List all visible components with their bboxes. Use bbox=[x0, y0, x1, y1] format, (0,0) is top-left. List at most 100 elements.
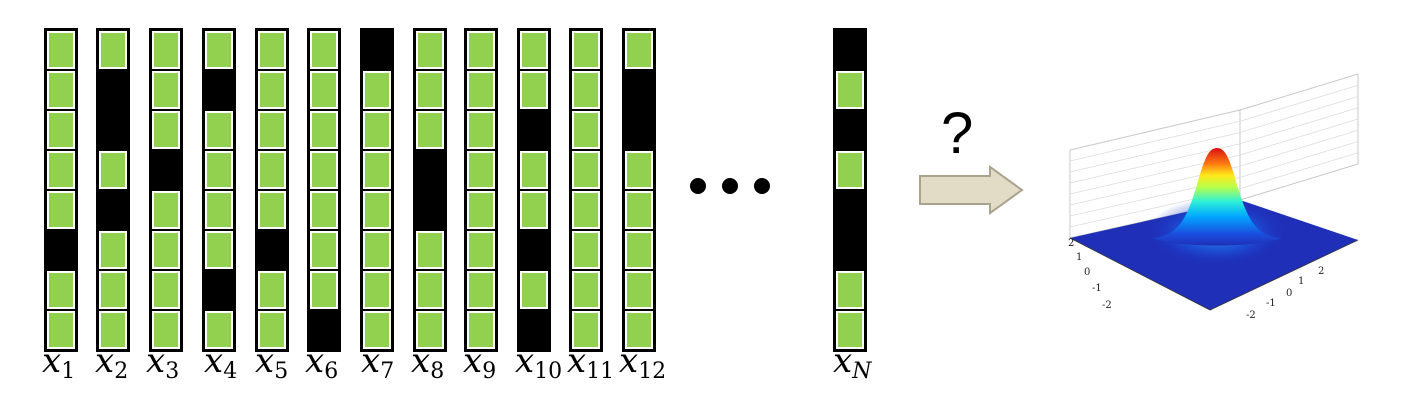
cell-inactive bbox=[362, 30, 392, 70]
cell-active bbox=[309, 110, 339, 150]
cell-active bbox=[257, 190, 287, 230]
cell-active bbox=[466, 310, 496, 350]
vector-label: x11 bbox=[567, 344, 614, 383]
cell-inactive bbox=[415, 150, 445, 190]
grid-line bbox=[1069, 132, 1241, 173]
cell-active bbox=[257, 30, 287, 70]
cell-active bbox=[624, 150, 654, 190]
cell-active bbox=[362, 190, 392, 230]
cell-inactive bbox=[415, 190, 445, 230]
cell-active bbox=[151, 70, 181, 110]
cell-active bbox=[835, 270, 865, 310]
cell-active bbox=[204, 30, 234, 70]
cell-active bbox=[571, 150, 601, 190]
cell-active bbox=[309, 190, 339, 230]
arrow-shape bbox=[919, 165, 1024, 215]
vector-label: xN bbox=[833, 344, 871, 383]
cell-active bbox=[466, 110, 496, 150]
binary-vector-column bbox=[202, 28, 236, 352]
cell-active bbox=[46, 110, 76, 150]
cell-active bbox=[362, 70, 392, 110]
vector-label-subscript: 2 bbox=[114, 359, 129, 384]
cell-active bbox=[46, 190, 76, 230]
vector-label-subscript: 6 bbox=[324, 359, 339, 384]
cell-active bbox=[415, 30, 445, 70]
cell-active bbox=[204, 310, 234, 350]
vector-label: x10 bbox=[515, 344, 562, 383]
binary-vector-column bbox=[517, 28, 551, 352]
vector-label-base: x bbox=[515, 341, 535, 381]
vector-label: x8 bbox=[411, 344, 444, 383]
vector-label-base: x bbox=[204, 341, 224, 381]
vector-label-subscript: 8 bbox=[430, 359, 445, 384]
binary-vector-column bbox=[833, 28, 867, 352]
cell-inactive bbox=[98, 70, 128, 110]
gaussian-peak bbox=[1152, 148, 1282, 246]
vector-label: x2 bbox=[95, 344, 128, 383]
cell-active bbox=[257, 270, 287, 310]
grid-line bbox=[1239, 96, 1359, 133]
vector-label-subscript: 12 bbox=[638, 359, 667, 384]
cell-active bbox=[466, 150, 496, 190]
grid-line bbox=[1239, 84, 1359, 122]
binary-vector-column bbox=[464, 28, 498, 352]
vector-label-subscript: 4 bbox=[223, 359, 238, 384]
vector-label-base: x bbox=[463, 341, 483, 381]
cell-inactive bbox=[624, 110, 654, 150]
vector-label-subscript: 11 bbox=[586, 359, 615, 384]
tick-label: -1 bbox=[1092, 283, 1102, 294]
binary-vector-column bbox=[149, 28, 183, 352]
cell-active bbox=[835, 150, 865, 190]
cell-active bbox=[571, 270, 601, 310]
cell-inactive bbox=[151, 150, 181, 190]
cell-active bbox=[46, 310, 76, 350]
cell-inactive bbox=[46, 230, 76, 270]
cell-active bbox=[519, 70, 549, 110]
cell-active bbox=[257, 150, 287, 190]
cell-active bbox=[571, 30, 601, 70]
vector-label-base: x bbox=[305, 341, 325, 381]
cell-active bbox=[624, 190, 654, 230]
vector-label-base: x bbox=[833, 341, 853, 381]
binary-vector-column bbox=[96, 28, 130, 352]
ellipsis-dot bbox=[754, 178, 770, 194]
cell-active bbox=[415, 110, 445, 150]
tick-label: -2 bbox=[1246, 310, 1256, 320]
tick-label: 0 bbox=[1084, 267, 1090, 278]
binary-vector-column bbox=[44, 28, 78, 352]
cell-active bbox=[362, 310, 392, 350]
cell-active bbox=[624, 270, 654, 310]
grid-line bbox=[1239, 141, 1359, 178]
binary-vector-column bbox=[569, 28, 603, 352]
ellipsis-dot bbox=[690, 178, 706, 194]
cell-active bbox=[466, 230, 496, 270]
vector-label-subscript: N bbox=[852, 359, 872, 384]
cell-active bbox=[98, 310, 128, 350]
cell-inactive bbox=[98, 110, 128, 150]
cell-inactive bbox=[309, 310, 339, 350]
cell-active bbox=[151, 190, 181, 230]
vector-label: x4 bbox=[204, 344, 237, 383]
vector-label: x5 bbox=[255, 344, 288, 383]
cell-active bbox=[257, 310, 287, 350]
cell-active bbox=[151, 270, 181, 310]
cell-inactive bbox=[519, 110, 549, 150]
cell-active bbox=[466, 30, 496, 70]
grid-line bbox=[1069, 120, 1241, 162]
ellipsis-dot bbox=[722, 178, 738, 194]
cell-inactive bbox=[257, 230, 287, 270]
cell-active bbox=[835, 310, 865, 350]
cell-active bbox=[519, 270, 549, 310]
cell-active bbox=[309, 150, 339, 190]
cell-active bbox=[46, 70, 76, 110]
cell-active bbox=[415, 310, 445, 350]
cell-active bbox=[519, 30, 549, 70]
cell-active bbox=[571, 190, 601, 230]
cell-active bbox=[362, 110, 392, 150]
cell-active bbox=[415, 70, 445, 110]
vector-label-subscript: 5 bbox=[274, 359, 289, 384]
vector-label: x12 bbox=[619, 344, 666, 383]
binary-vector-column bbox=[255, 28, 289, 352]
